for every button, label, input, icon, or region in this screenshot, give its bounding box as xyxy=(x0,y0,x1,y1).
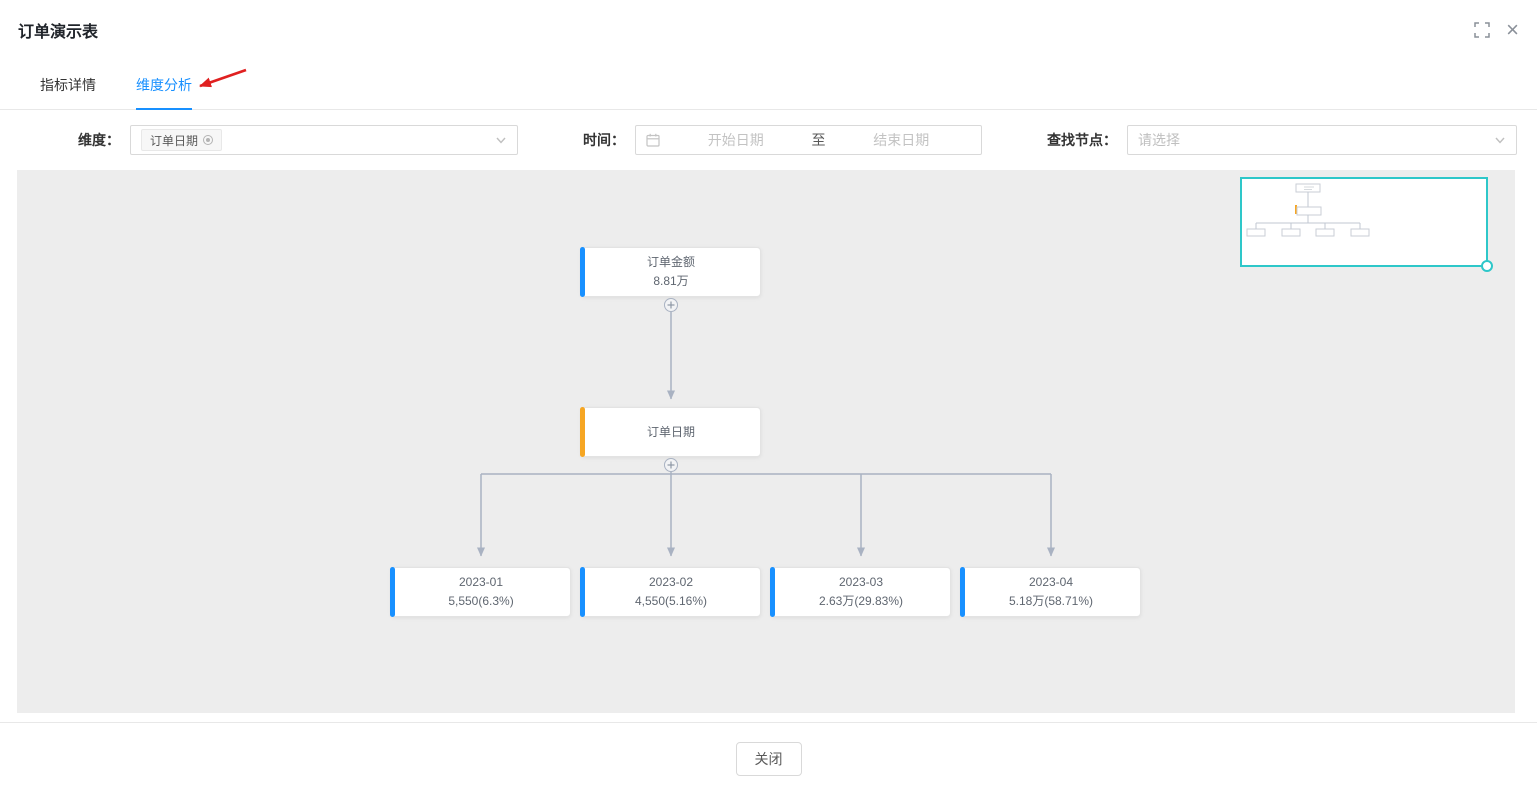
node-title: 2023-02 xyxy=(648,575,694,590)
find-node-select[interactable]: 请选择 xyxy=(1127,125,1517,155)
node-title: 2023-03 xyxy=(838,575,884,590)
node-value: 4,550(5.16%) xyxy=(634,594,708,608)
node-accent-bar xyxy=(960,567,965,617)
node-accent-bar xyxy=(580,567,585,617)
tree-node-dimension[interactable]: 订单日期 xyxy=(580,407,761,457)
tabs-bar: 指标详情 维度分析 xyxy=(0,60,1537,110)
tab-label: 指标详情 xyxy=(40,76,96,93)
node-title: 2023-01 xyxy=(458,575,504,590)
dimension-filter: 维度： 订单日期 xyxy=(78,125,518,155)
dimension-label: 维度： xyxy=(78,132,120,148)
dialog-footer: 关闭 xyxy=(0,722,1537,795)
dialog-title: 订单演示表 xyxy=(18,24,99,41)
tree-node-2023-02[interactable]: 2023-02 4,550(5.16%) xyxy=(580,567,761,617)
node-title: 订单金额 xyxy=(646,255,695,270)
window-controls: × xyxy=(1474,19,1519,41)
calendar-icon xyxy=(646,133,660,147)
expand-node-icon[interactable] xyxy=(664,458,678,472)
dimension-select[interactable]: 订单日期 xyxy=(130,125,518,155)
node-value: 2.63万(29.83%) xyxy=(818,594,904,608)
time-filter: 时间： 至 xyxy=(583,125,982,155)
node-value: 8.81万 xyxy=(653,274,689,288)
minimap-resize-handle-icon[interactable] xyxy=(1481,260,1493,272)
node-value: 5,550(6.3%) xyxy=(448,594,514,608)
tree-node-2023-01[interactable]: 2023-01 5,550(6.3%) xyxy=(390,567,571,617)
tree-node-root[interactable]: 订单金额 8.81万 xyxy=(580,247,761,297)
dimension-tag[interactable]: 订单日期 xyxy=(141,129,223,151)
tree-canvas[interactable]: 订单金额 8.81万 订单日期 2023-01 5,550(6.3%) 2023… xyxy=(17,170,1515,713)
node-accent-bar xyxy=(580,247,585,297)
close-button[interactable]: 关闭 xyxy=(735,742,802,776)
node-accent-bar xyxy=(390,567,395,617)
dimension-tag-label: 订单日期 xyxy=(150,133,199,148)
start-date-input[interactable] xyxy=(666,131,806,149)
node-title: 2023-04 xyxy=(1028,575,1074,590)
fullscreen-icon[interactable] xyxy=(1474,22,1490,38)
tab-label: 维度分析 xyxy=(136,76,192,93)
find-node-label: 查找节点： xyxy=(1047,132,1117,148)
target-circle-icon xyxy=(203,135,214,145)
time-label: 时间： xyxy=(583,132,625,148)
tree-node-2023-04[interactable]: 2023-04 5.18万(58.71%) xyxy=(960,567,1141,617)
tree-node-2023-03[interactable]: 2023-03 2.63万(29.83%) xyxy=(770,567,951,617)
find-node-placeholder: 请选择 xyxy=(1138,132,1180,148)
tab-dimension-analysis[interactable]: 维度分析 xyxy=(136,60,192,110)
dialog-header: 订单演示表 × xyxy=(0,0,1537,60)
chevron-down-icon xyxy=(496,137,506,144)
chevron-down-icon xyxy=(1495,137,1505,144)
minimap-preview xyxy=(1246,183,1370,237)
close-icon[interactable]: × xyxy=(1506,17,1519,42)
end-date-input[interactable] xyxy=(831,131,971,149)
tab-metric-details[interactable]: 指标详情 xyxy=(40,60,96,109)
minimap[interactable] xyxy=(1240,177,1493,272)
node-accent-bar xyxy=(770,567,775,617)
date-range-picker[interactable]: 至 xyxy=(635,125,982,155)
filter-row: 维度： 订单日期 时间： 至 xyxy=(0,110,1537,170)
node-accent-bar xyxy=(580,407,585,457)
range-separator: 至 xyxy=(811,132,826,148)
find-node-filter: 查找节点： 请选择 xyxy=(1047,125,1517,155)
red-annotation-arrow-icon xyxy=(199,68,247,88)
expand-node-icon[interactable] xyxy=(664,298,678,312)
node-value: 5.18万(58.71%) xyxy=(1008,594,1094,608)
node-title: 订单日期 xyxy=(646,424,695,439)
